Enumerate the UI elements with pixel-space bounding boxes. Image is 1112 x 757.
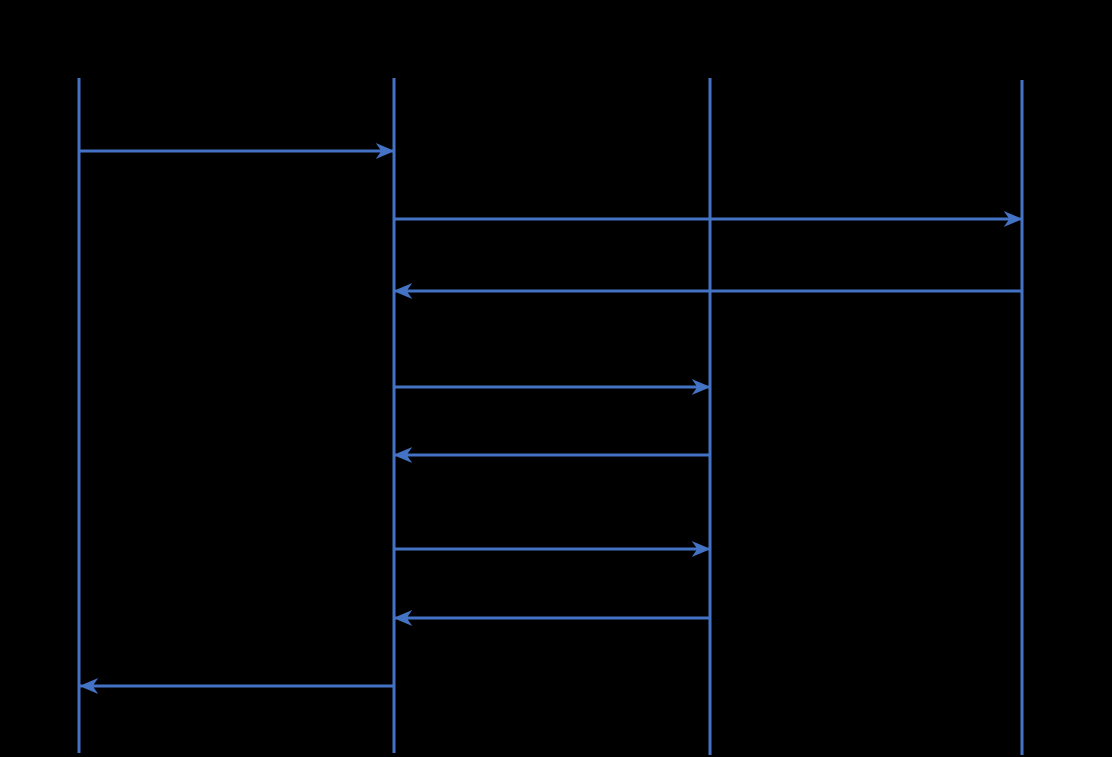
lifelines-group — [77, 78, 1024, 755]
messages-group — [79, 143, 1023, 694]
